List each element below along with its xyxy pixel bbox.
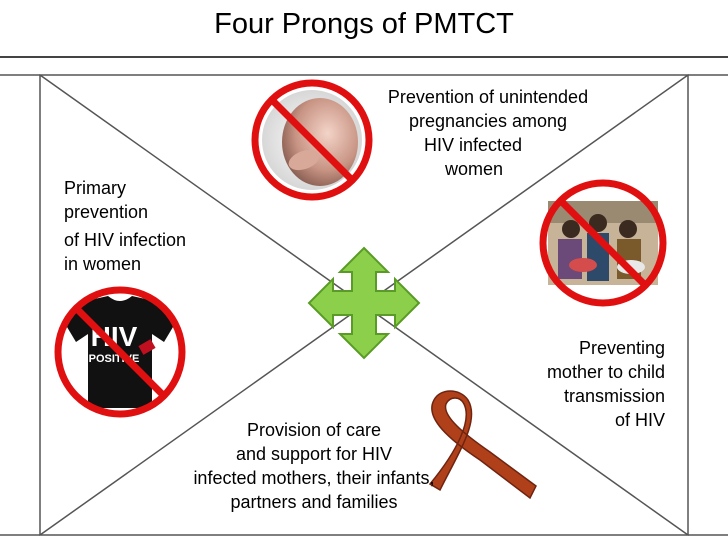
prong-line: pregnancies among xyxy=(408,111,568,131)
four-way-arrow-icon xyxy=(307,246,421,360)
pregnant-belly-icon xyxy=(251,79,373,201)
mother-infant-group-icon xyxy=(539,179,667,307)
prong-line: transmission xyxy=(563,386,665,406)
prong-line: and support for HIV xyxy=(235,444,393,464)
prong-line: partners and families xyxy=(230,492,398,512)
prong-line: HIV infected xyxy=(423,135,523,155)
prong-preventing-transmission: Preventing mother to child transmission … xyxy=(520,336,665,432)
prong-line: Primary xyxy=(64,178,126,198)
prong-line: of HIV infection xyxy=(64,230,187,250)
prong-line: in women xyxy=(64,254,142,274)
hiv-tshirt-icon: HIV POSITIVE xyxy=(54,286,186,418)
frame-border xyxy=(39,74,689,536)
prong-prevention-unintended-pregnancies: Prevention of unintended pregnancies amo… xyxy=(372,85,604,181)
prong-line: infected mothers, their infants, xyxy=(193,468,435,488)
prong-line: Provision of care xyxy=(246,420,382,440)
page-title: Four Prongs of PMTCT xyxy=(214,8,514,40)
prong-line: Prevention of unintended xyxy=(387,87,589,107)
prong-primary-prevention: Primary prevention of HIV infection in w… xyxy=(64,176,186,276)
awareness-ribbon-icon xyxy=(428,390,537,500)
prong-line: mother to child xyxy=(546,362,665,382)
title-rule xyxy=(0,56,728,58)
prong-line: of HIV xyxy=(614,410,665,430)
prong-provision-of-care: Provision of care and support for HIV in… xyxy=(174,418,454,514)
prong-line: prevention xyxy=(64,202,149,222)
prong-line: women xyxy=(444,159,504,179)
prong-line: Preventing xyxy=(578,338,665,358)
